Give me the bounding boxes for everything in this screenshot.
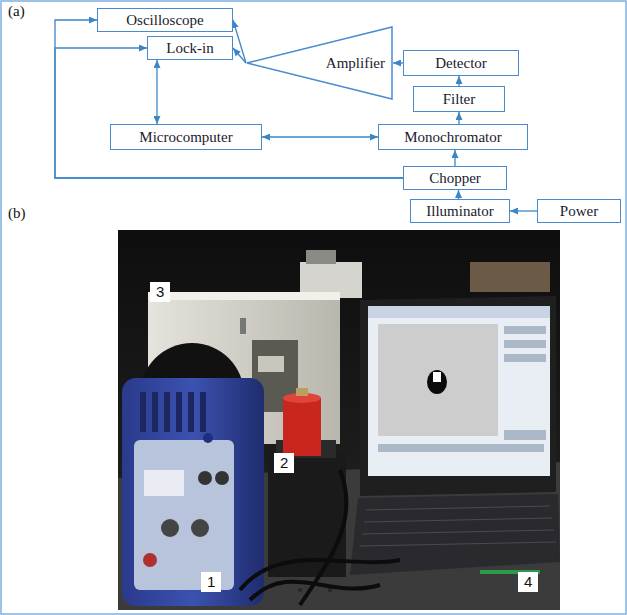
box-label: Power (560, 202, 598, 220)
screen-toolbar (368, 306, 550, 318)
keyboard-keys (360, 506, 556, 546)
power-supply-top (306, 250, 336, 264)
instrument-box: Illuminator (410, 199, 510, 223)
signal-arrow (262, 136, 378, 137)
signal-arrow (510, 210, 537, 211)
detector-connector (296, 388, 308, 396)
detector-cylinder (283, 398, 321, 456)
background-boxes (470, 262, 550, 292)
ir-camera-panel (134, 440, 234, 590)
panel-label: (a) (8, 2, 25, 20)
instrument-box: Microcomputer (110, 124, 262, 150)
signal-arrow (233, 20, 246, 63)
laptop-screen-bezel (360, 296, 556, 496)
screen-panels (378, 326, 546, 452)
cables (240, 470, 400, 605)
instrument-box: Detector (403, 50, 519, 76)
panel-label: (b) (8, 204, 26, 222)
triangle-outline (247, 27, 392, 99)
box-label: Microcomputer (139, 128, 232, 146)
box-label: Lock-in (166, 39, 213, 57)
instrument-box: Chopper (403, 166, 507, 190)
screen-blob (427, 370, 447, 394)
box-label: Oscilloscope (126, 11, 203, 29)
signal-arrow (233, 48, 246, 63)
instrument-box: Lock-in (147, 36, 233, 60)
signal-arrow (55, 20, 403, 178)
monochromator-top (148, 292, 340, 300)
amplifier-triangle: Amplifier (246, 26, 393, 100)
callout-number: 1 (201, 572, 221, 592)
screen-image (378, 324, 498, 436)
signal-arrow (156, 60, 157, 124)
box-label: Chopper (429, 169, 481, 187)
callout-number: 2 (274, 453, 294, 473)
box-label: Detector (435, 54, 487, 72)
screen-blob-highlight (433, 372, 441, 382)
signal-arrow (55, 48, 403, 178)
callout-number: 3 (150, 282, 170, 302)
callout-number: 4 (518, 572, 538, 592)
ir-camera-body (122, 378, 264, 606)
filter-label (258, 356, 284, 372)
box-label: Filter (443, 90, 476, 108)
laptop-screen (368, 306, 550, 476)
box-label: Amplifier (326, 54, 385, 72)
box-label: Illuminator (426, 202, 494, 220)
box-label: Monochromator (404, 128, 501, 146)
signal-arrow (458, 112, 459, 124)
instrument-box: Monochromator (378, 124, 528, 150)
instrument-box: Power (537, 199, 621, 223)
signal-arrow (454, 150, 455, 166)
photo-background (118, 230, 560, 610)
signal-arrow (393, 62, 403, 63)
instrument-box: Oscilloscope (97, 8, 233, 32)
camera-ports (143, 433, 229, 567)
signal-arrow (458, 190, 459, 199)
instrument-box: Filter (413, 86, 505, 112)
knob (240, 318, 246, 334)
signal-arrow (458, 76, 459, 86)
camera-fins (140, 392, 206, 432)
